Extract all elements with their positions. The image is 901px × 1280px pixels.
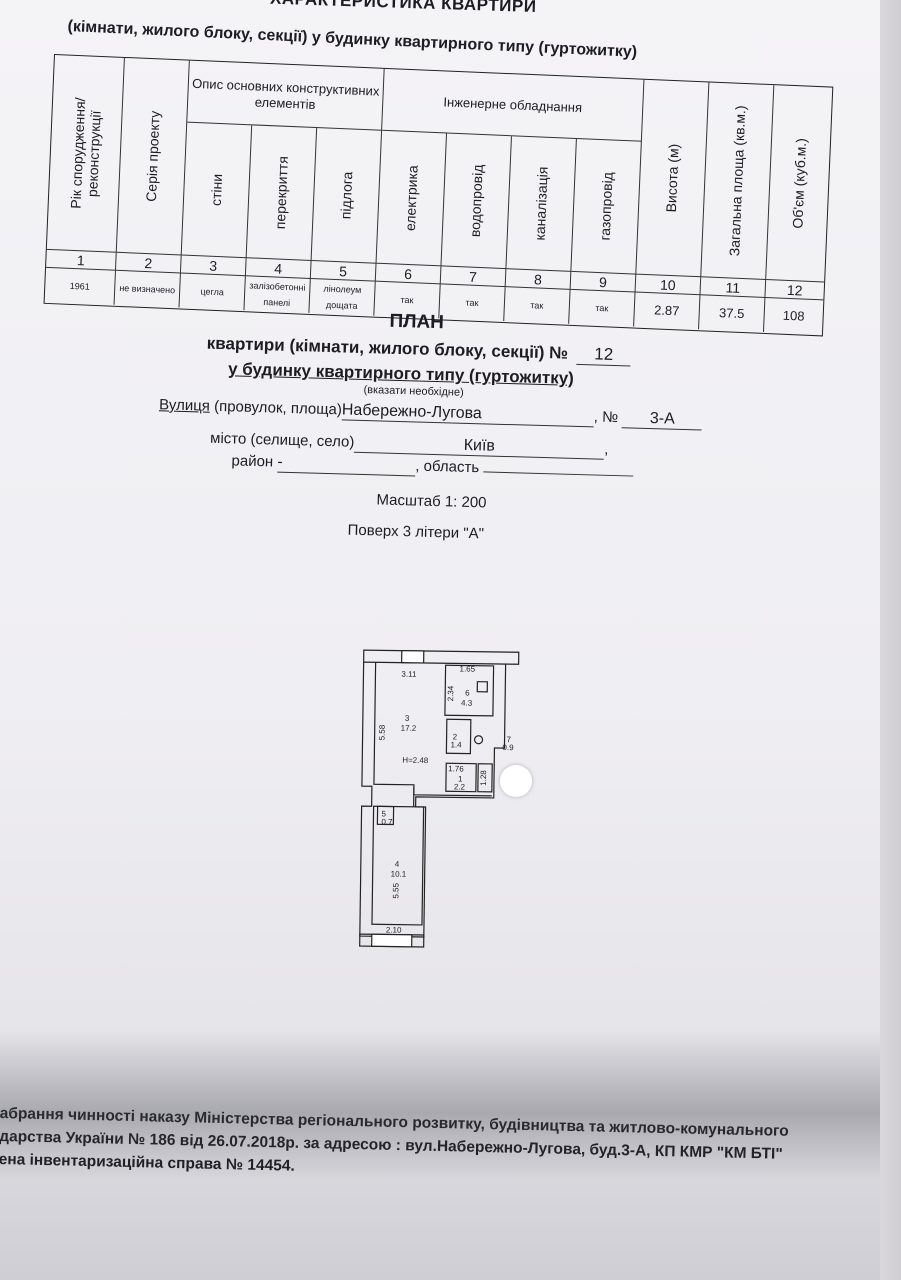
dim-hall-height: 1.28 [479, 770, 488, 786]
floor-plan-drawing: 3.11 1.65 2.34 6 4.3 3 17.2 H=2.48 5.58 … [359, 649, 520, 948]
header-structure-group: Опис основних конструктивних елементів [187, 60, 385, 131]
kitchen-room [444, 664, 495, 717]
kitchen-area: 4.3 [461, 698, 473, 707]
touch-indicator [500, 765, 532, 797]
closet-number: 7 [507, 735, 512, 744]
room-number: 3 [405, 714, 410, 723]
plan-hint: (вказати необхідне) [363, 384, 464, 399]
house-number: 3-А [622, 409, 703, 431]
dim-room-height: 5.58 [378, 724, 387, 740]
lower-room [371, 805, 425, 926]
header-engineering-group: Інженерне обладнання [382, 68, 645, 142]
street-line: Вулиця (провулок, площа)Набережно-Лугова… [159, 396, 703, 431]
room-height: H=2.48 [402, 756, 429, 765]
header-area: Загальна площа (кв.м.) [701, 82, 775, 281]
dim-top: 3.11 [401, 670, 417, 679]
plan-header: ПЛАН квартири (кімнати, жилого блоку, се… [143, 300, 710, 566]
dim-kitchen-width: 1.65 [459, 664, 475, 673]
region-value [483, 471, 634, 477]
header-water: водопровід [441, 133, 512, 270]
district-value: - [277, 453, 416, 477]
closet-area: 0.9 [502, 743, 514, 752]
value-volume: 108 [782, 307, 805, 324]
document-page: ХАРАКТЕРИСТИКА КВАРТИРИ (кімнати, жилого… [0, 0, 880, 1280]
pantry-area: 0.7 [381, 817, 393, 826]
bath-number: 2 [453, 732, 458, 741]
room2-number: 4 [395, 860, 400, 869]
street-value: Набережно-Лугова [341, 401, 595, 428]
stove-icon [476, 681, 488, 693]
dim-room2-height: 5.55 [391, 882, 400, 898]
kitchen-number: 6 [465, 689, 470, 698]
toilet-icon [473, 735, 484, 745]
floor-plan: 3.11 1.65 2.34 6 4.3 3 17.2 H=2.48 5.58 … [352, 636, 536, 958]
dim-kitchen-height: 2.34 [446, 685, 455, 701]
header-walls: стіни [181, 122, 253, 259]
pantry-number: 5 [381, 809, 386, 818]
bottom-window [371, 933, 413, 948]
header-series: Серія проекту [116, 57, 190, 256]
plan-scale: Масштаб 1: 200 [376, 491, 487, 512]
header-volume: Об'єм (куб.м.) [766, 85, 833, 283]
footer-text: абрання чинності наказу Міністерства рег… [0, 1102, 901, 1192]
document-title: ХАРАКТЕРИСТИКА КВАРТИРИ [269, 0, 537, 17]
room-area: 17.2 [401, 724, 417, 733]
apartment-number: 12 [576, 343, 632, 367]
col-number: 12 [765, 280, 825, 301]
characteristics-table: Рік спорудження/ реконструкції Серія про… [43, 54, 834, 337]
inner-wall [373, 662, 492, 797]
header-year: Рік спорудження/ реконструкції [46, 55, 125, 253]
dim-bottom: 2.10 [386, 925, 402, 934]
balcony-window [401, 650, 425, 664]
plan-floor: Поверх 3 літери "А" [347, 521, 485, 543]
bathroom [445, 718, 472, 755]
value-year: 1961 [44, 267, 116, 305]
plan-title: ПЛАН [389, 310, 445, 334]
room2-area: 10.1 [391, 870, 407, 879]
header-height: Висота (м) [636, 79, 710, 278]
header-floors: перекриття [246, 125, 318, 261]
header-flooring: підлога [311, 128, 383, 264]
hall-number: 1 [458, 774, 463, 783]
entrance-door [477, 763, 493, 793]
dim-hall-width: 1.76 [448, 764, 464, 773]
outer-wall [359, 662, 507, 938]
header-gas: газопровід [571, 138, 642, 275]
hall-room [445, 762, 477, 793]
bath-area: 1.4 [450, 740, 462, 749]
header-electric: електрика [376, 130, 448, 267]
hall-area: 2.2 [454, 782, 466, 791]
top-wall [363, 649, 520, 665]
header-sewer: каналізація [506, 136, 577, 272]
